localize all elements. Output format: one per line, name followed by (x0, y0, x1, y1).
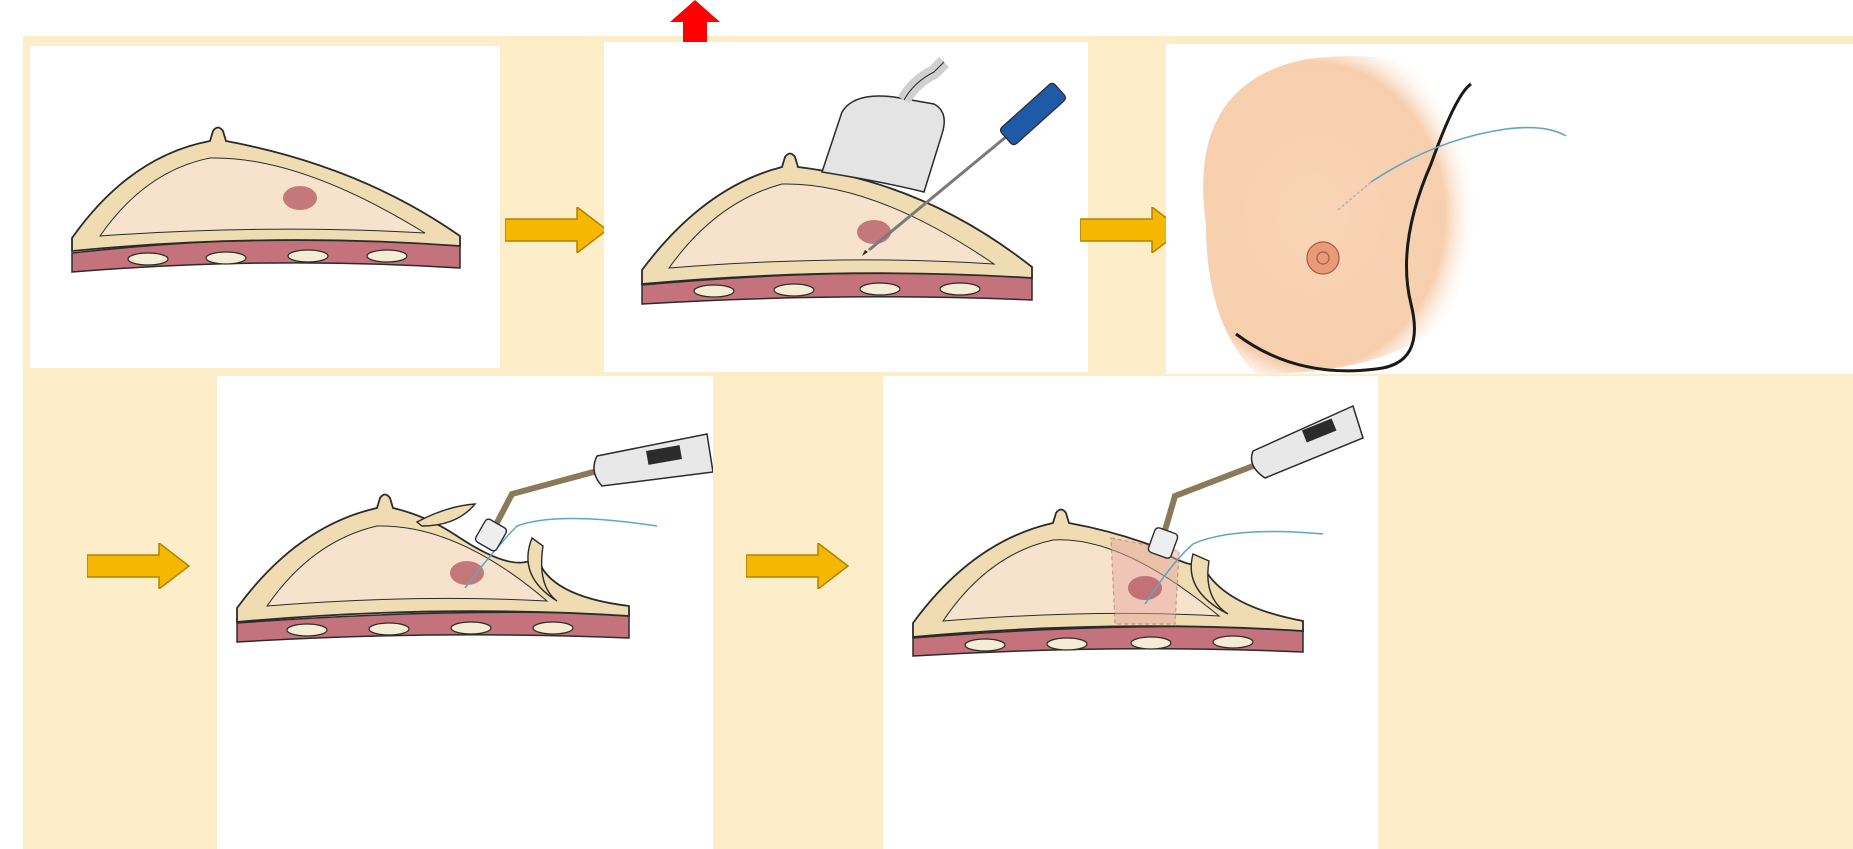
step-3-panel (1166, 44, 1853, 374)
lesion-excision-icon (883, 376, 1378, 849)
breast-surface-icon (1166, 44, 1853, 374)
electrocautery-incision-icon (217, 376, 713, 849)
right-arrow-icon (505, 207, 610, 253)
electrocautery-icon (474, 434, 713, 552)
breast-cross-section-icon (30, 46, 500, 368)
right-arrow-icon (87, 543, 192, 589)
right-arrow-icon (746, 543, 851, 589)
step-5-panel (883, 376, 1378, 849)
electrocautery-icon (1147, 406, 1363, 559)
ultrasound-probe-icon (822, 62, 944, 192)
step-4-panel (217, 376, 713, 849)
step-1-panel (30, 46, 500, 368)
step-2-panel (604, 42, 1088, 372)
lesion-mark (283, 186, 317, 210)
ultrasound-localization-icon (604, 42, 1088, 372)
